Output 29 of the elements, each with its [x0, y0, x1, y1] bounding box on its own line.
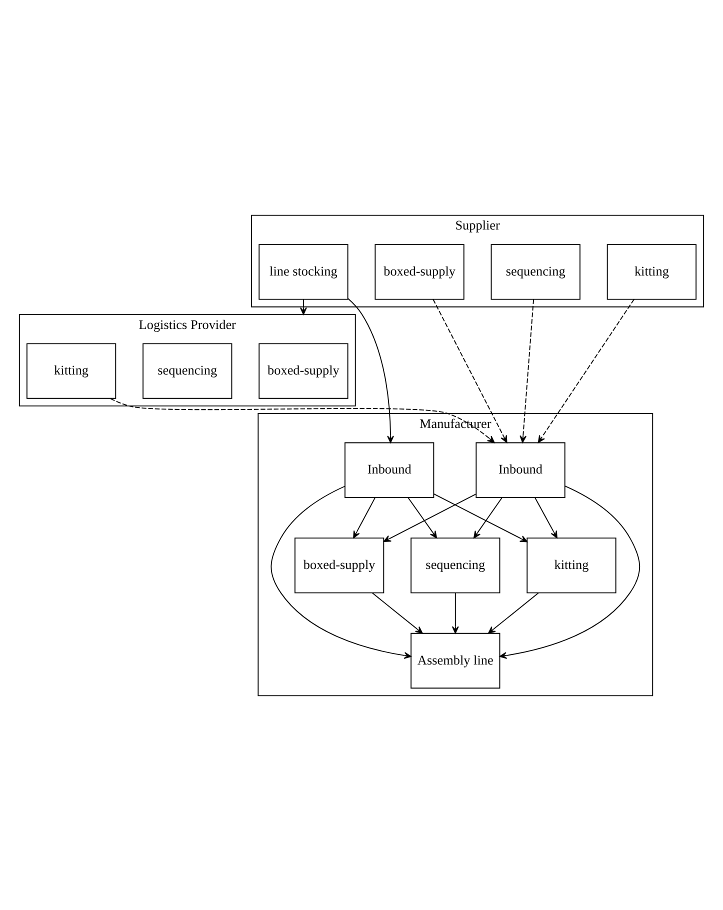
arrow [538, 298, 634, 442]
arrow [433, 492, 528, 542]
arrow [452, 592, 459, 634]
node-box: kitting [606, 244, 697, 300]
node-box: sequencing [490, 244, 580, 300]
arrow [520, 298, 534, 442]
node-box: kitting [526, 537, 616, 593]
arrow [408, 496, 438, 538]
node-box: boxed-supply [374, 244, 464, 300]
arrow [270, 485, 412, 658]
arrow [488, 592, 539, 634]
arrow [300, 298, 307, 314]
node-box: boxed-supply [258, 342, 348, 398]
arrow [473, 496, 502, 538]
node-box: line stocking [258, 244, 348, 300]
node-box: boxed-supply [294, 537, 384, 593]
arrow [499, 485, 640, 658]
arrow [383, 493, 476, 542]
arrow [110, 398, 495, 443]
arrow [534, 496, 558, 538]
node-box: Inbound [476, 442, 566, 498]
node-box: Inbound [344, 442, 434, 498]
arrow [372, 592, 423, 634]
node-box: Assembly line [410, 632, 500, 688]
node-box: sequencing [142, 342, 232, 398]
arrow [353, 496, 376, 538]
arrow [432, 298, 508, 442]
node-box: sequencing [410, 537, 500, 593]
node-box: kitting [26, 342, 116, 398]
